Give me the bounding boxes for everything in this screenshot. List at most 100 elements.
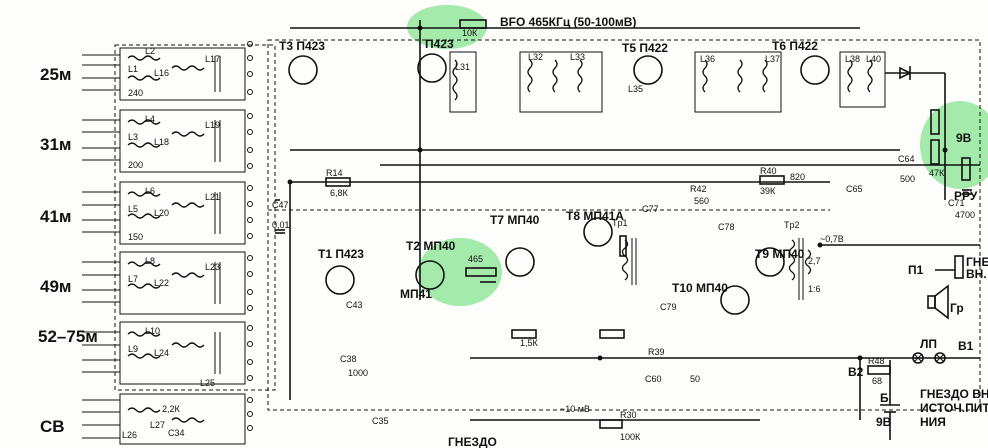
value-47k: 47К: [929, 168, 945, 178]
band-label-sv: СВ: [40, 417, 65, 436]
label-l22: L22: [154, 278, 169, 288]
label-istoch: ИСТОЧ.ПИТ: [920, 401, 988, 415]
value-0-7v: ~0,7В: [820, 234, 844, 244]
band-block-25m: [119, 47, 246, 101]
resistor-10k-label: 10К: [462, 28, 478, 38]
label-pru: РРУ: [954, 189, 978, 203]
value-2-7: 2,7: [808, 256, 821, 266]
label-9v-right: 9В: [956, 131, 972, 145]
highlight-blob-right: [920, 101, 988, 189]
label-l24: L24: [154, 348, 169, 358]
label-r40: R40: [760, 166, 777, 176]
value-68: 68: [872, 376, 882, 386]
label-l17: L17: [205, 54, 220, 64]
band-label-31m: 31м: [40, 135, 72, 154]
value-560: 560: [694, 196, 709, 206]
label-l2: L2: [145, 46, 155, 56]
label-gnezd: ГНЕЗД: [966, 255, 988, 269]
resistor-10k-top: [459, 19, 487, 29]
transistor-t3: [288, 55, 318, 85]
label-l16: L16: [154, 68, 169, 78]
band-block-sv: [119, 393, 246, 445]
label-v1: В1: [958, 339, 974, 353]
speaker: [927, 284, 949, 320]
label-gr: Гр: [950, 301, 964, 315]
label-t3: Т3 П423: [279, 39, 325, 53]
highlight-blob-top: [407, 5, 487, 49]
label-r48: R48: [868, 356, 885, 366]
label-l4: L4: [145, 114, 155, 124]
label-l26: L26: [122, 430, 137, 440]
band-label-25m: 25м: [40, 65, 72, 84]
label-l3: L3: [128, 132, 138, 142]
value-1-6: 1:6: [808, 284, 821, 294]
value-39k: 39К: [760, 186, 776, 196]
transistor-t9: [755, 247, 785, 277]
transistor-t2: [415, 260, 445, 290]
resistor-47k: [930, 139, 940, 165]
label-gnezdo-bottom: ГНЕЗДО: [448, 435, 497, 448]
label-l33: L33: [570, 52, 585, 62]
label-l19: L19: [205, 120, 220, 130]
transistor-t8: [583, 217, 613, 247]
misc-components: [275, 175, 972, 429]
value-1000: 1000: [348, 368, 368, 378]
label-c77: C77: [642, 204, 659, 214]
label-t1: Т1 П423: [318, 247, 364, 261]
label-c34: C34: [168, 428, 185, 438]
resistor-pru: [961, 157, 971, 181]
label-l36: L36: [700, 54, 715, 64]
label-t9: Т9 МП40: [755, 247, 805, 261]
label-tr2: Tp2: [784, 220, 800, 230]
label-c47: C47: [272, 200, 289, 210]
transistor-t5: [633, 55, 663, 85]
label-l35: L35: [628, 84, 643, 94]
label-mp41: МП41: [400, 287, 432, 301]
label-l23: L23: [205, 262, 220, 272]
label-l25: L25: [200, 378, 215, 388]
label-r30: R30: [620, 410, 637, 420]
value-0-01: 0,01: [272, 220, 290, 230]
transistor-t6: [800, 55, 830, 85]
label-lp: ЛП: [920, 337, 937, 351]
label-l9: L9: [128, 344, 138, 354]
value-100k: 100К: [620, 432, 641, 442]
label-c60: C60: [645, 374, 662, 384]
label-t5: Т5 П422: [622, 41, 668, 55]
transistor-t1: [325, 265, 355, 295]
label-v2: В2: [848, 365, 864, 379]
transistor-p423: [417, 53, 447, 83]
value-240: 240: [128, 88, 143, 98]
band-block-52-75m: [119, 321, 246, 385]
band-block-31m: [119, 109, 246, 173]
headphone-jack: [935, 255, 964, 279]
label-r39: R39: [648, 347, 665, 357]
label-t7: Т7 МП40: [490, 213, 540, 227]
label-r42: R42: [690, 184, 707, 194]
label-c64: C64: [898, 154, 915, 164]
label-gnezdo-power: ГНЕЗДО ВН: [920, 387, 988, 401]
label-l40: L40: [866, 54, 881, 64]
resistor-r39-agc: [930, 109, 940, 135]
label-l7: L7: [128, 274, 138, 284]
value-1-5k: 1,5К: [520, 338, 539, 348]
label-t6: Т6 П422: [772, 39, 818, 53]
transistor-t10: [720, 285, 750, 315]
label-p423: П423: [425, 37, 454, 51]
label-b: Б: [880, 391, 889, 405]
label-c35: C35: [372, 416, 389, 426]
label-c38: C38: [340, 354, 357, 364]
label-tr1: Tp1: [612, 218, 628, 228]
label-l8: L8: [145, 256, 155, 266]
label-c65: C65: [846, 184, 863, 194]
if-coils: [449, 51, 886, 113]
label-c71: C71: [948, 198, 965, 208]
band-label-49m: 49м: [40, 277, 72, 296]
label-vn: ВН.: [966, 267, 987, 281]
label-r14: R14: [326, 168, 343, 178]
label-l18: L18: [154, 137, 169, 147]
label-c79: C79: [660, 302, 677, 312]
label-niya: НИЯ: [920, 415, 946, 429]
